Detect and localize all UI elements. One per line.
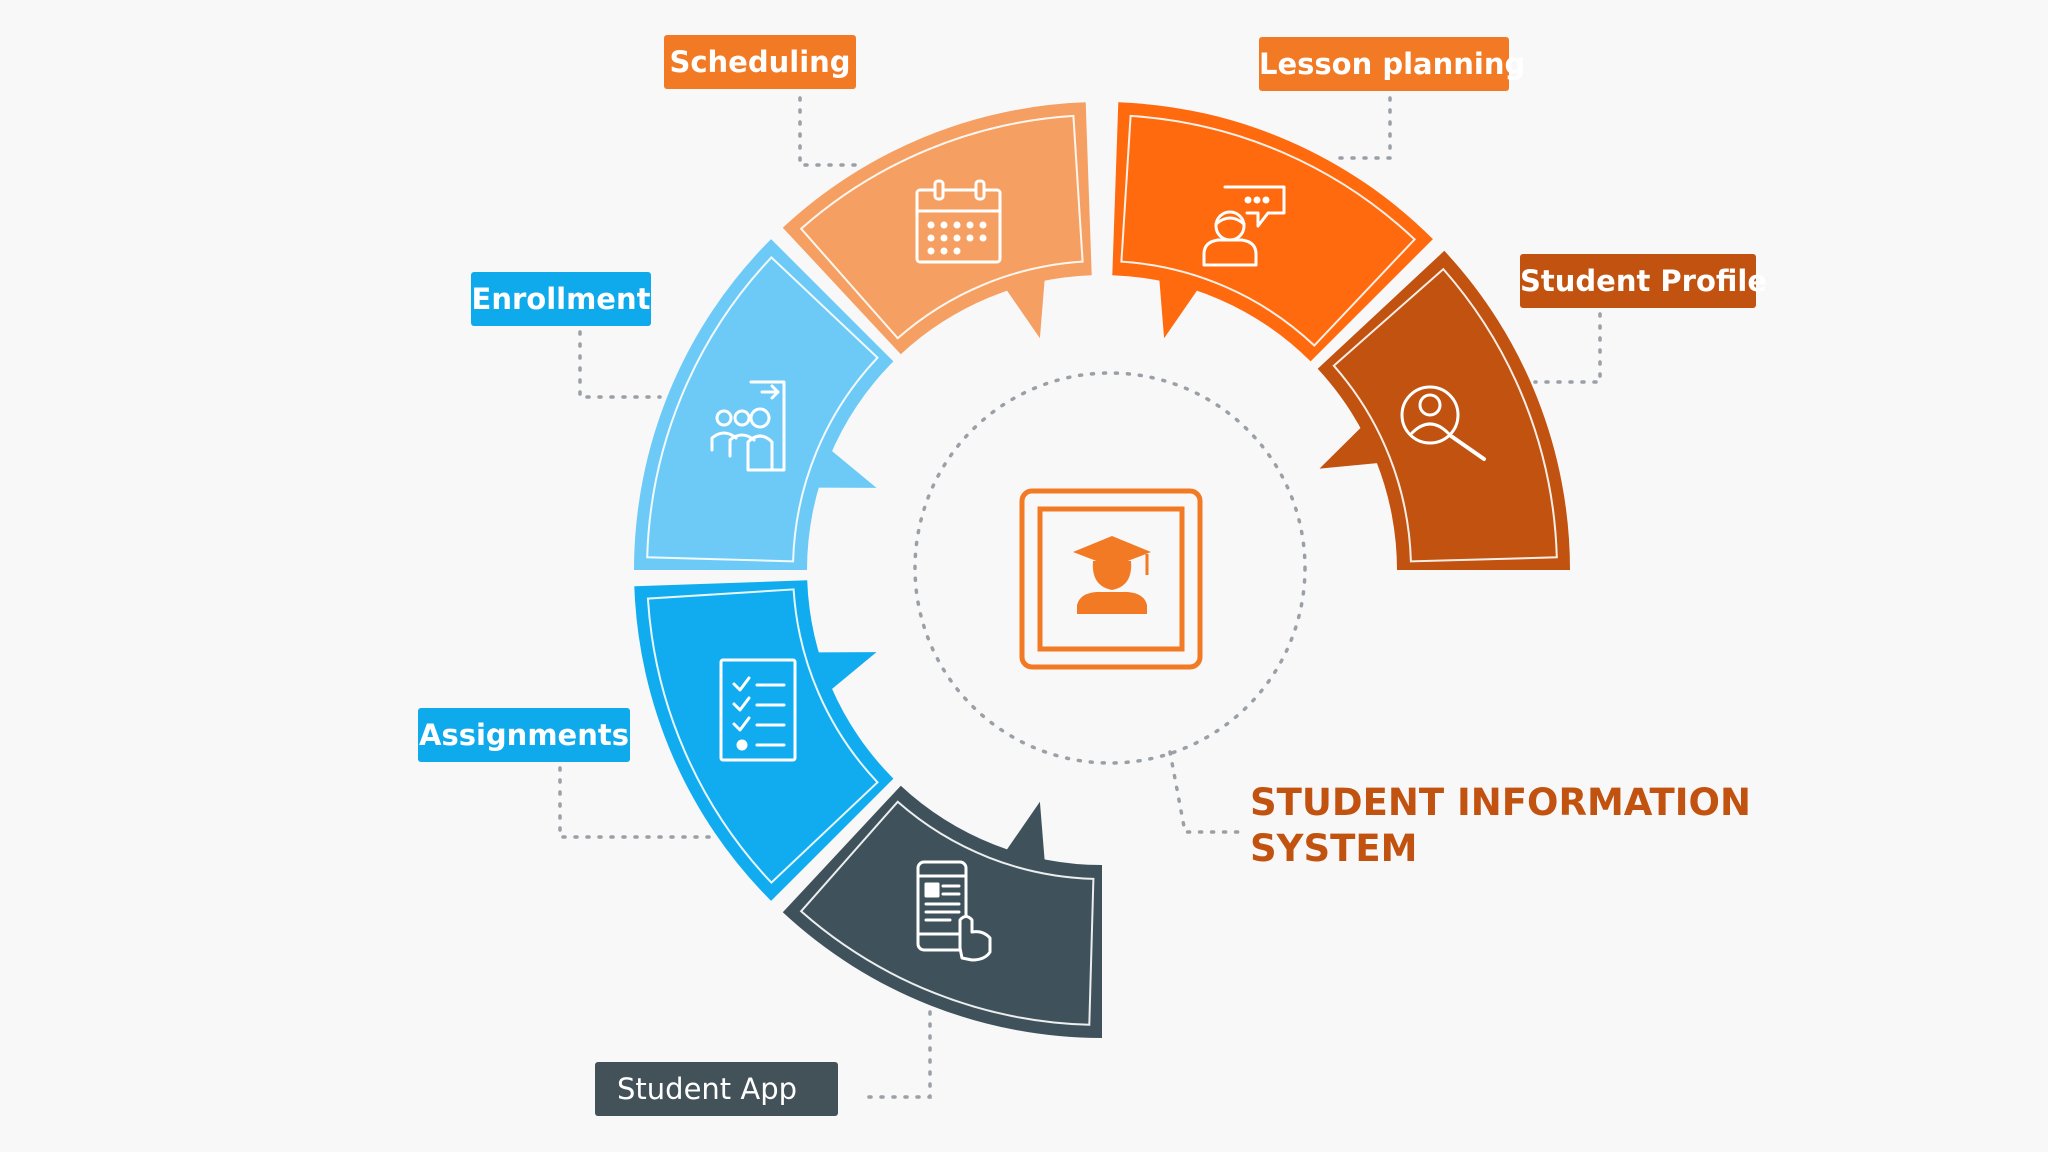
connector-lesson (1328, 96, 1392, 160)
connector-lines (558, 96, 1602, 1099)
connector-assignments (558, 766, 712, 839)
tag-student-profile: Student Profile (1520, 254, 1767, 308)
tag-enrollment: Enrollment (471, 272, 651, 326)
group-door-icon (710, 380, 786, 472)
tag-assignments: Assignments (418, 708, 630, 762)
segment-scheduling-outline (799, 114, 1084, 340)
segment-student-app-outline (799, 800, 1095, 1026)
graduate-icon (1019, 488, 1203, 670)
segment-student-app-tooth (1004, 801, 1045, 864)
tag-lesson-planning: Lesson planning (1259, 37, 1525, 91)
segment-student-profile-tooth (1319, 425, 1382, 469)
connector-app (858, 998, 932, 1099)
checklist-icon (719, 658, 797, 762)
segment-assignments (634, 580, 894, 901)
teacher-speech-icon (1202, 185, 1286, 267)
segment-assignments-tooth (814, 652, 877, 692)
segment-lesson-planning-tooth (1159, 276, 1200, 339)
connector-enrollment (578, 330, 662, 399)
segment-student-profile (1317, 250, 1570, 571)
segment-enrollment-outline (646, 255, 879, 563)
connector-scheduling (798, 96, 862, 167)
segment-enrollment (634, 239, 894, 570)
segment-enrollment-tooth (814, 448, 877, 488)
calendar-icon (915, 179, 1002, 264)
segment-student-profile-outline (1332, 267, 1558, 563)
diagram-title: STUDENT INFORMATION SYSTEM (1250, 780, 1810, 872)
segment-lesson-planning-outline (1120, 114, 1417, 347)
tag-student-app: Student App (595, 1062, 838, 1116)
mobile-tap-icon (916, 860, 992, 962)
segment-assignments-outline (646, 588, 879, 885)
user-search-icon (1400, 385, 1486, 461)
segment-scheduling (782, 102, 1092, 355)
connector-title (1168, 750, 1242, 834)
segment-scheduling-tooth (1004, 276, 1045, 339)
title-line-2: SYSTEM (1250, 827, 1418, 870)
center-dotted-circle (913, 371, 1307, 765)
tag-scheduling: Scheduling (664, 35, 856, 89)
segment-lesson-planning (1112, 102, 1433, 362)
title-line-1: STUDENT INFORMATION (1250, 781, 1751, 824)
connector-profile (1533, 312, 1602, 384)
